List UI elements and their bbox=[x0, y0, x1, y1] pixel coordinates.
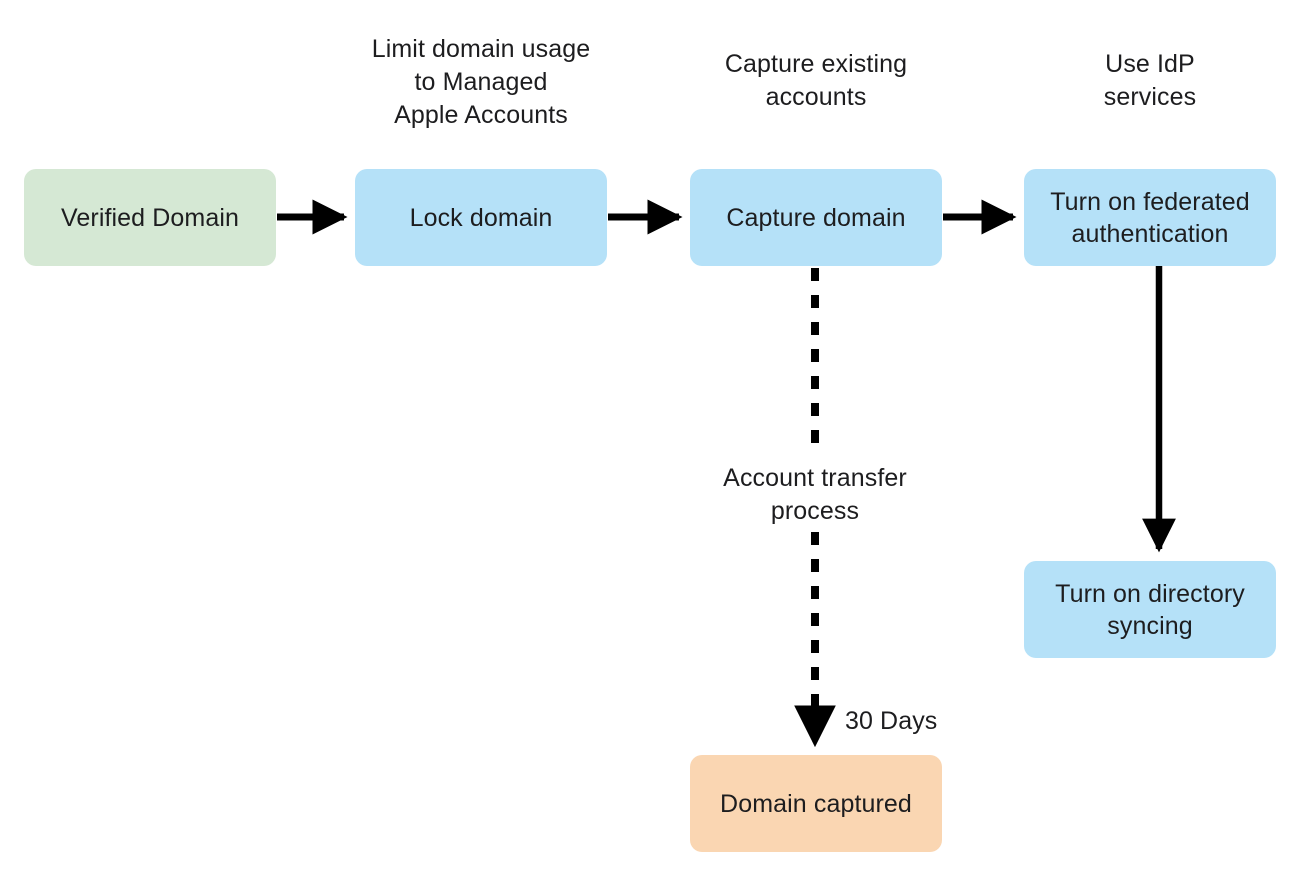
node-lock-domain[interactable]: Lock domain bbox=[355, 169, 607, 266]
node-domain-captured[interactable]: Domain captured bbox=[690, 755, 942, 852]
caption-federated-auth: Use IdP services bbox=[1103, 50, 1197, 111]
node-capture-domain[interactable]: Capture domain bbox=[690, 169, 942, 266]
node-federated-auth[interactable]: Turn on federated authentication bbox=[1024, 169, 1276, 266]
caption-lock-domain: Limit domain usage to Managed Apple Acco… bbox=[371, 35, 591, 129]
edge-label-account-transfer-process: Account transfer process bbox=[723, 464, 907, 525]
node-directory-syncing[interactable]: Turn on directory syncing bbox=[1024, 561, 1276, 658]
node-verified-domain[interactable]: Verified Domain bbox=[24, 169, 276, 266]
caption-capture-domain: Capture existing accounts bbox=[724, 50, 908, 111]
edge-label-thirty-days: 30 Days bbox=[845, 707, 938, 735]
